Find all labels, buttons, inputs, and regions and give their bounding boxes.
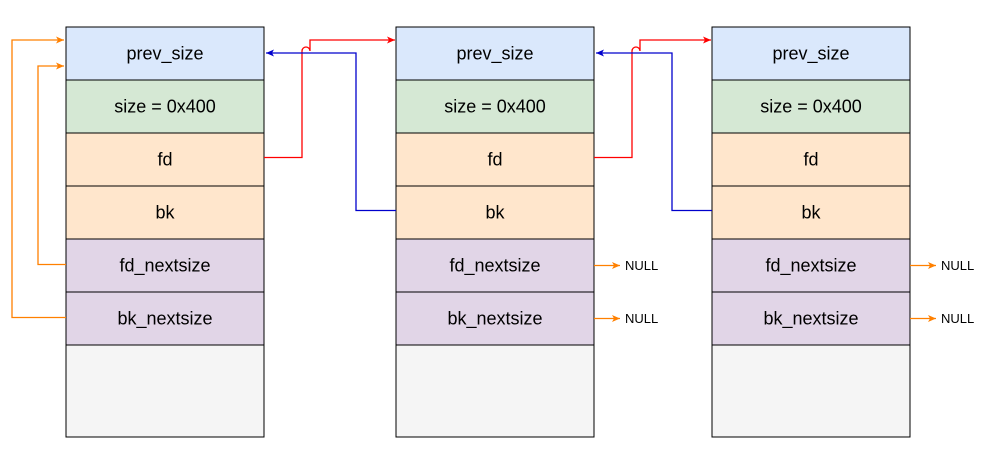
null-label: NULL — [625, 258, 658, 273]
bk-nextsize-field — [711, 291, 911, 346]
fd-field-label: fd — [157, 150, 172, 170]
size-field — [711, 79, 911, 134]
bk-link-chunk3-to-chunk2 — [596, 49, 712, 212]
bk-field-label: bk — [485, 203, 505, 223]
bk-nextsize-field — [65, 291, 265, 346]
fd-nextsize-field-label: fd_nextsize — [449, 256, 540, 277]
user-data-field — [395, 344, 595, 438]
null-label: NULL — [941, 311, 974, 326]
user-data-field — [711, 344, 911, 438]
prev-size-field-label: prev_size — [456, 44, 533, 65]
fd-nextsize-self-link — [37, 62, 66, 266]
fd-nextsize-field — [711, 238, 911, 293]
bk-field-label: bk — [155, 203, 175, 223]
user-data-field — [65, 344, 265, 438]
fd-nextsize-field — [65, 238, 265, 293]
fd-field — [65, 132, 265, 187]
prev-size-field-label: prev_size — [126, 44, 203, 65]
fd-nextsize-field-label: fd_nextsize — [765, 256, 856, 277]
bk-nextsize-self-link — [11, 36, 66, 319]
bk-nextsize-field — [395, 291, 595, 346]
size-field-label: size = 0x400 — [114, 97, 216, 117]
fd-link-chunk2-to-chunk3 — [594, 36, 711, 159]
bk-field — [65, 185, 265, 240]
size-field-label: size = 0x400 — [760, 97, 862, 117]
bk-nextsize-field-label: bk_nextsize — [117, 309, 212, 330]
bk-field-label: bk — [801, 203, 821, 223]
prev-size-field — [711, 26, 911, 81]
bk-nextsize-field-label: bk_nextsize — [763, 309, 858, 330]
fd-link-chunk1-to-chunk2 — [264, 36, 395, 159]
fd-field-label: fd — [803, 150, 818, 170]
prev-size-field-label: prev_size — [772, 44, 849, 65]
bk-link-chunk2-to-chunk1 — [266, 49, 396, 212]
fd-nextsize-field-label: fd_nextsize — [119, 256, 210, 277]
size-field — [65, 79, 265, 134]
size-field-label: size = 0x400 — [444, 97, 546, 117]
size-field — [395, 79, 595, 134]
prev-size-field — [65, 26, 265, 81]
bk-field — [711, 185, 911, 240]
bk-nextsize-field-label: bk_nextsize — [447, 309, 542, 330]
null-label: NULL — [625, 311, 658, 326]
fd-field — [711, 132, 911, 187]
fd-field-label: fd — [487, 150, 502, 170]
null-label: NULL — [941, 258, 974, 273]
bk-field — [395, 185, 595, 240]
links-layer — [11, 36, 712, 319]
